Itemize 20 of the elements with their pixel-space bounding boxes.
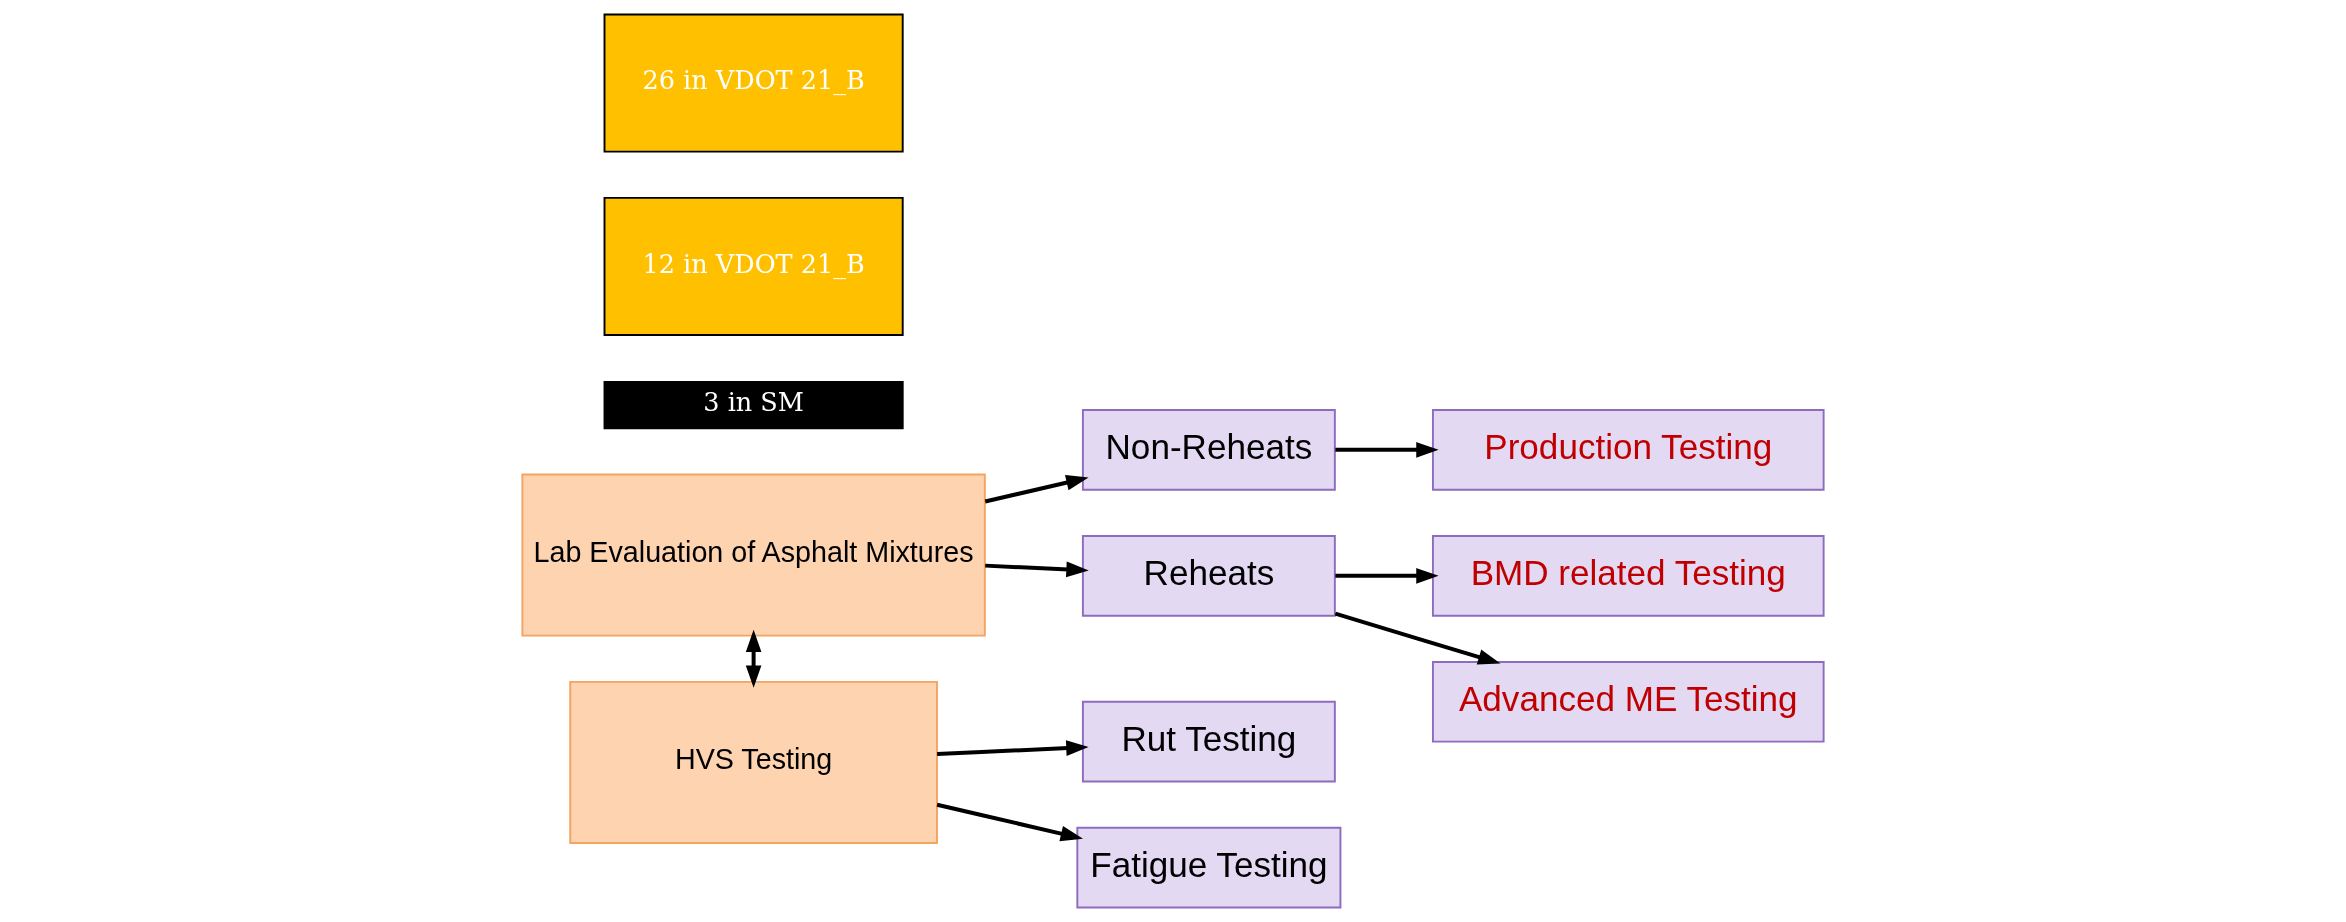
node-box: Reheats: [1081, 535, 1336, 617]
node-box: 3 in SM: [603, 381, 904, 430]
arrow: [745, 629, 762, 688]
node-box: Lab Evaluation of Asphalt Mixtures: [521, 473, 986, 637]
arrow: [984, 474, 1089, 504]
node-box: BMD related Testing: [1431, 535, 1825, 617]
node-box: Non-Reheats: [1081, 409, 1336, 491]
arrow: [985, 561, 1089, 578]
arrow: [937, 740, 1089, 757]
node-box: Advanced ME Testing: [1431, 660, 1825, 743]
node-box: Production Testing: [1431, 409, 1825, 491]
node-box: 26 in VDOT 21_B: [603, 13, 904, 153]
node-box: HVS Testing: [569, 680, 938, 844]
arrow: [1334, 611, 1501, 665]
node-box: 12 in VDOT 21_B: [603, 196, 904, 336]
arrow: [936, 802, 1083, 842]
node-box: Rut Testing: [1081, 700, 1336, 783]
arrow: [1335, 567, 1439, 584]
node-box: Fatigue Testing: [1076, 826, 1342, 909]
arrow: [1335, 442, 1439, 458]
